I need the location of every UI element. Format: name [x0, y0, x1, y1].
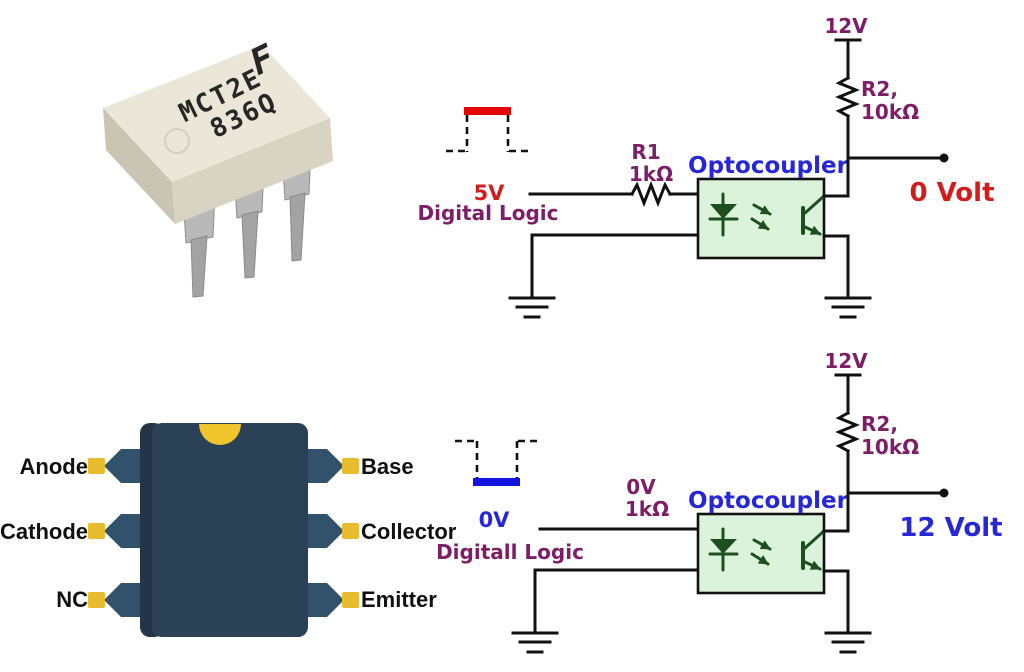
emitter-wire — [822, 234, 850, 300]
emitter-wire — [822, 569, 850, 635]
light-arrows-icon — [750, 203, 772, 231]
pin-label-anode: Anode — [20, 454, 88, 479]
r2-value-label: 10kΩ — [861, 435, 919, 459]
resistor-r1-icon — [629, 180, 673, 208]
supply-voltage-label: 12V — [824, 14, 868, 38]
return-wire — [533, 568, 725, 635]
r1-name-label: R1 — [631, 140, 660, 164]
led-icon — [708, 192, 739, 237]
ground-symbol-right — [824, 631, 872, 654]
circuit-high-input: 5V Digital Logic R1 1kΩ Optocoupler — [417, 14, 995, 319]
led-icon — [708, 527, 739, 572]
pin-label-collector: Collector — [361, 519, 457, 544]
output-node-dot — [939, 153, 949, 163]
input-level-label: 5V — [474, 181, 506, 205]
output-node-dot — [939, 488, 949, 498]
package-top-face — [103, 45, 330, 182]
ground-symbol-right — [824, 296, 872, 319]
ground-symbol-left — [511, 631, 559, 654]
pin-label-cathode: Cathode — [0, 519, 88, 544]
phototransistor-icon — [801, 529, 826, 571]
resistor-r2-icon — [835, 410, 860, 454]
circuit-low-input: 0V Digitall Logic 0V 1kΩ Optocoupler — [436, 349, 1003, 654]
series-value-label: 1kΩ — [625, 497, 669, 521]
ic-body — [152, 423, 308, 637]
series-name-label: 0V — [626, 475, 656, 499]
pin-label-nc: NC — [56, 587, 88, 612]
ground-symbol-left — [508, 296, 556, 319]
output-voltage-label: 0 Volt — [909, 178, 994, 208]
input-caption-label: Digital Logic — [417, 201, 558, 225]
r2-value-label: 10kΩ — [861, 100, 919, 124]
high-pulse-waveform-icon — [446, 107, 531, 153]
optocoupler-label: Optocoupler — [688, 488, 849, 514]
return-wire — [530, 233, 725, 300]
package-side-face-left — [103, 108, 175, 224]
phototransistor-icon — [801, 194, 826, 236]
package-side-face-right — [172, 118, 333, 224]
resistor-r2-icon — [835, 75, 860, 119]
r2-name-label: R2, — [861, 412, 898, 436]
pin-label-base: Base — [361, 454, 414, 479]
supply-voltage-label: 12V — [824, 349, 868, 373]
pin1-dimple — [164, 128, 190, 154]
r2-name-label: R2, — [861, 77, 898, 101]
input-caption-label: Digitall Logic — [436, 540, 584, 564]
collector-wire — [822, 449, 850, 533]
pinout-pins-left — [88, 449, 142, 617]
pinout-pins-right — [306, 449, 359, 617]
optocoupler-label: Optocoupler — [688, 153, 849, 179]
output-voltage-label: 12 Volt — [899, 513, 1002, 543]
light-arrows-icon — [750, 538, 772, 566]
pinout-diagram: Anode Cathode NC Base Collector Emitter — [0, 423, 457, 637]
low-pulse-waveform-icon — [455, 439, 540, 486]
input-level-label: 0V — [479, 508, 511, 532]
collector-wire — [822, 114, 850, 198]
r1-value-label: 1kΩ — [629, 162, 673, 186]
package-photo: F MCT2E 836Q — [103, 37, 333, 298]
pin1-notch-icon — [199, 424, 241, 445]
pin-label-emitter: Emitter — [361, 587, 437, 612]
